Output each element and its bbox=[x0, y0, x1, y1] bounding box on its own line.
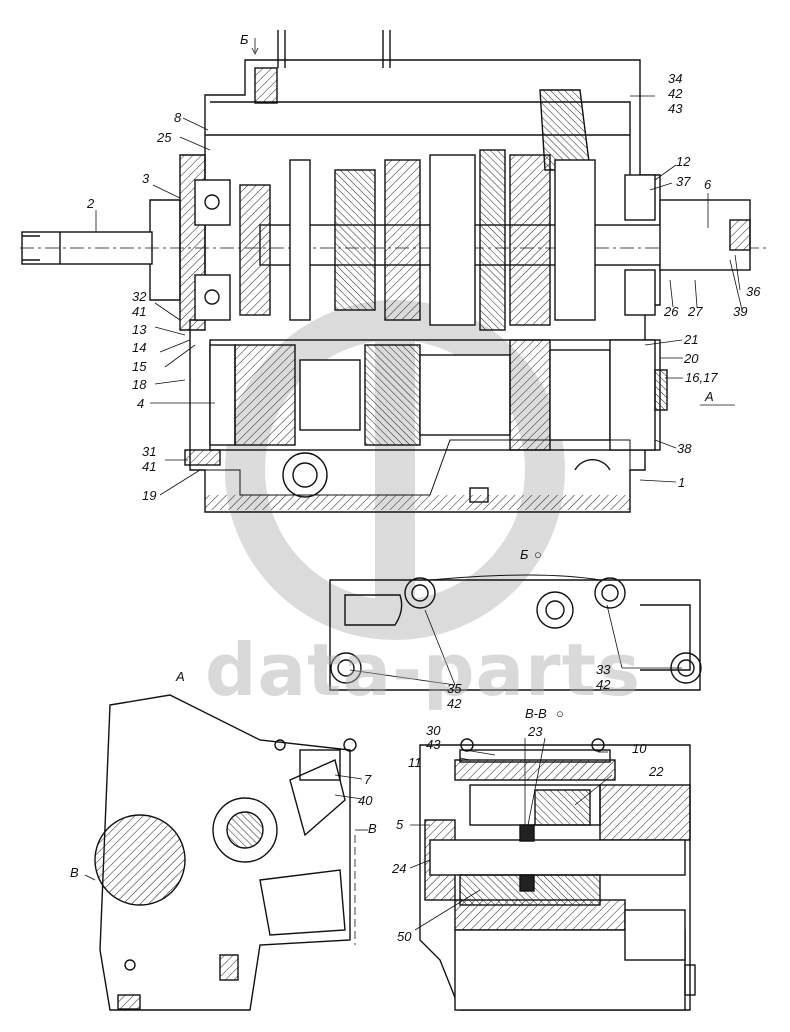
main-section-view bbox=[20, 30, 770, 513]
callout-12: 12 bbox=[676, 154, 691, 169]
callout-37: 37 bbox=[676, 174, 691, 189]
callout-19: 19 bbox=[142, 488, 157, 503]
callout-14: 14 bbox=[132, 340, 147, 355]
callout-38: 38 bbox=[677, 441, 692, 456]
callout-40: 40 bbox=[358, 793, 373, 808]
watermark-text: data-parts bbox=[205, 628, 641, 712]
callout-42-cover-b: 42 bbox=[596, 677, 611, 692]
view-b-circle-icon: ○ bbox=[534, 547, 542, 562]
main-leader-lines bbox=[95, 38, 743, 496]
callout-25: 25 bbox=[157, 130, 172, 145]
callout-26: 26 bbox=[664, 304, 679, 319]
callout-7: 7 bbox=[364, 772, 372, 787]
callout-18: 18 bbox=[132, 377, 147, 392]
callout-36: 36 bbox=[746, 284, 761, 299]
callout-42-cover-a: 42 bbox=[447, 696, 462, 711]
callout-27: 27 bbox=[688, 304, 703, 319]
callout-16-17: 16,17 bbox=[685, 370, 718, 385]
callout-41-a: 41 bbox=[132, 304, 147, 319]
callout-32: 32 bbox=[132, 289, 147, 304]
callout-8: 8 bbox=[174, 110, 182, 125]
callout-39: 39 bbox=[733, 304, 748, 319]
callout-15: 15 bbox=[132, 359, 147, 374]
callout-43-top: 43 bbox=[668, 101, 683, 116]
callout-10: 10 bbox=[632, 741, 647, 756]
view-a-title: А bbox=[176, 669, 185, 684]
callout-30: 30 bbox=[426, 723, 441, 738]
callout-2: 2 bbox=[87, 196, 95, 211]
callout-20: 20 bbox=[684, 351, 699, 366]
callout-34: 34 bbox=[668, 71, 683, 86]
callout-35: 35 bbox=[447, 681, 462, 696]
callout-6: 6 bbox=[704, 177, 712, 192]
callout-42-top: 42 bbox=[668, 86, 683, 101]
callout-21: 21 bbox=[684, 332, 699, 347]
section-b-label: Б bbox=[240, 32, 249, 47]
callout-4: 4 bbox=[137, 396, 145, 411]
callout-43-vv: 43 bbox=[426, 737, 441, 752]
callout-33: 33 bbox=[596, 662, 611, 677]
cover-view-b bbox=[329, 574, 702, 691]
view-b-title: Б bbox=[520, 547, 529, 562]
callout-11: 11 bbox=[408, 755, 422, 770]
callout-41-b: 41 bbox=[142, 459, 157, 474]
callout-5: 5 bbox=[396, 817, 404, 832]
end-view-a bbox=[84, 694, 368, 1011]
callout-50: 50 bbox=[397, 929, 412, 944]
section-vv-title: В-В bbox=[525, 706, 547, 721]
cut-v-right-label: В bbox=[368, 821, 377, 836]
callout-22: 22 bbox=[649, 764, 664, 779]
section-vv bbox=[409, 737, 696, 1011]
callout-1: 1 bbox=[678, 475, 686, 490]
callout-23: 23 bbox=[528, 724, 543, 739]
callout-3: 3 bbox=[142, 171, 150, 186]
callout-24: 24 bbox=[392, 861, 407, 876]
section-vv-circle-icon: ○ bbox=[556, 706, 564, 721]
cut-v-left-label: В bbox=[70, 865, 79, 880]
view-a-arrow-label: А bbox=[705, 389, 714, 404]
callout-31: 31 bbox=[142, 444, 157, 459]
callout-13: 13 bbox=[132, 322, 147, 337]
